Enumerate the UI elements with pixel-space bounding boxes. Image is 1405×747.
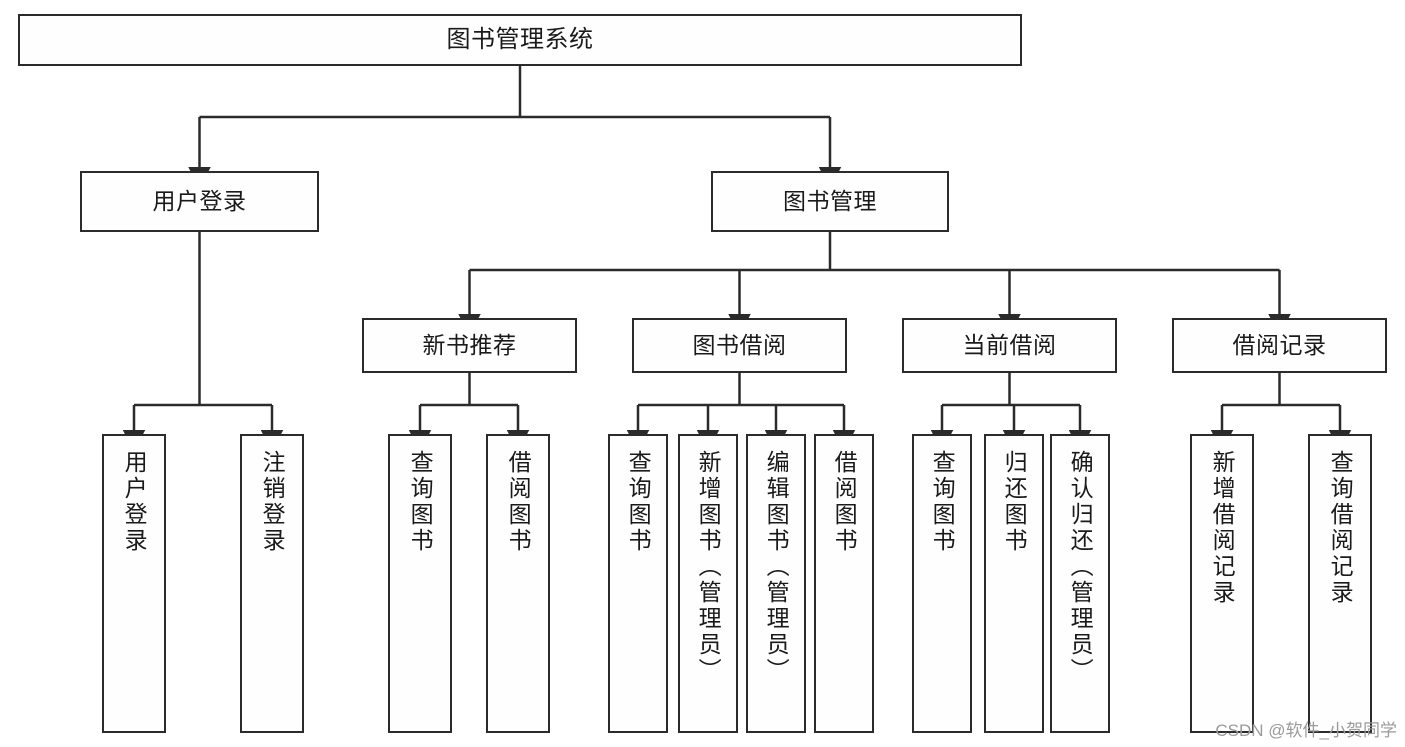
node-label: 归还图书 (1001, 450, 1028, 554)
node-l12[interactable]: 新增借阅记录 (1190, 434, 1254, 733)
node-login[interactable]: 用户登录 (80, 171, 319, 232)
node-l7[interactable]: 编辑图书（管理员） (746, 434, 806, 733)
node-label: 查询图书 (929, 450, 956, 554)
node-bookmgmt[interactable]: 图书管理 (711, 171, 949, 232)
node-l11[interactable]: 确认归还（管理员） (1050, 434, 1110, 733)
node-l2[interactable]: 注销登录 (240, 434, 304, 733)
node-label: 查询图书 (625, 450, 652, 554)
node-label: 当前借阅 (962, 332, 1057, 359)
node-l13[interactable]: 查询借阅记录 (1308, 434, 1372, 733)
node-label: 借阅图书 (831, 450, 858, 554)
node-l4[interactable]: 借阅图书 (486, 434, 550, 733)
node-label: 图书借阅 (692, 332, 787, 359)
node-root[interactable]: 图书管理系统 (18, 14, 1022, 66)
watermark-text: CSDN @软件_小贺同学 (1215, 721, 1397, 740)
node-l10[interactable]: 归还图书 (984, 434, 1044, 733)
node-label: 图书管理系统 (446, 26, 594, 54)
node-l3[interactable]: 查询图书 (388, 434, 452, 733)
node-l8[interactable]: 借阅图书 (814, 434, 874, 733)
node-borrow[interactable]: 图书借阅 (632, 318, 847, 373)
node-label: 用户登录 (152, 188, 247, 215)
node-records[interactable]: 借阅记录 (1172, 318, 1387, 373)
node-label: 新书推荐 (422, 332, 517, 359)
node-label: 新增借阅记录 (1209, 450, 1236, 606)
node-label: 查询借阅记录 (1327, 450, 1354, 606)
node-current[interactable]: 当前借阅 (902, 318, 1117, 373)
node-label: 确认归还（管理员） (1067, 450, 1094, 684)
node-label: 借阅图书 (505, 450, 532, 554)
node-label: 图书管理 (783, 188, 877, 215)
node-label: 新增图书（管理员） (695, 450, 722, 684)
node-newbook[interactable]: 新书推荐 (362, 318, 577, 373)
node-label: 编辑图书（管理员） (763, 450, 790, 684)
node-l9[interactable]: 查询图书 (912, 434, 972, 733)
node-label: 查询图书 (407, 450, 434, 554)
node-label: 借阅记录 (1232, 332, 1327, 359)
node-label: 用户登录 (121, 450, 148, 554)
node-l5[interactable]: 查询图书 (608, 434, 668, 733)
node-label: 注销登录 (259, 450, 286, 554)
node-l6[interactable]: 新增图书（管理员） (678, 434, 738, 733)
node-l1[interactable]: 用户登录 (102, 434, 166, 733)
